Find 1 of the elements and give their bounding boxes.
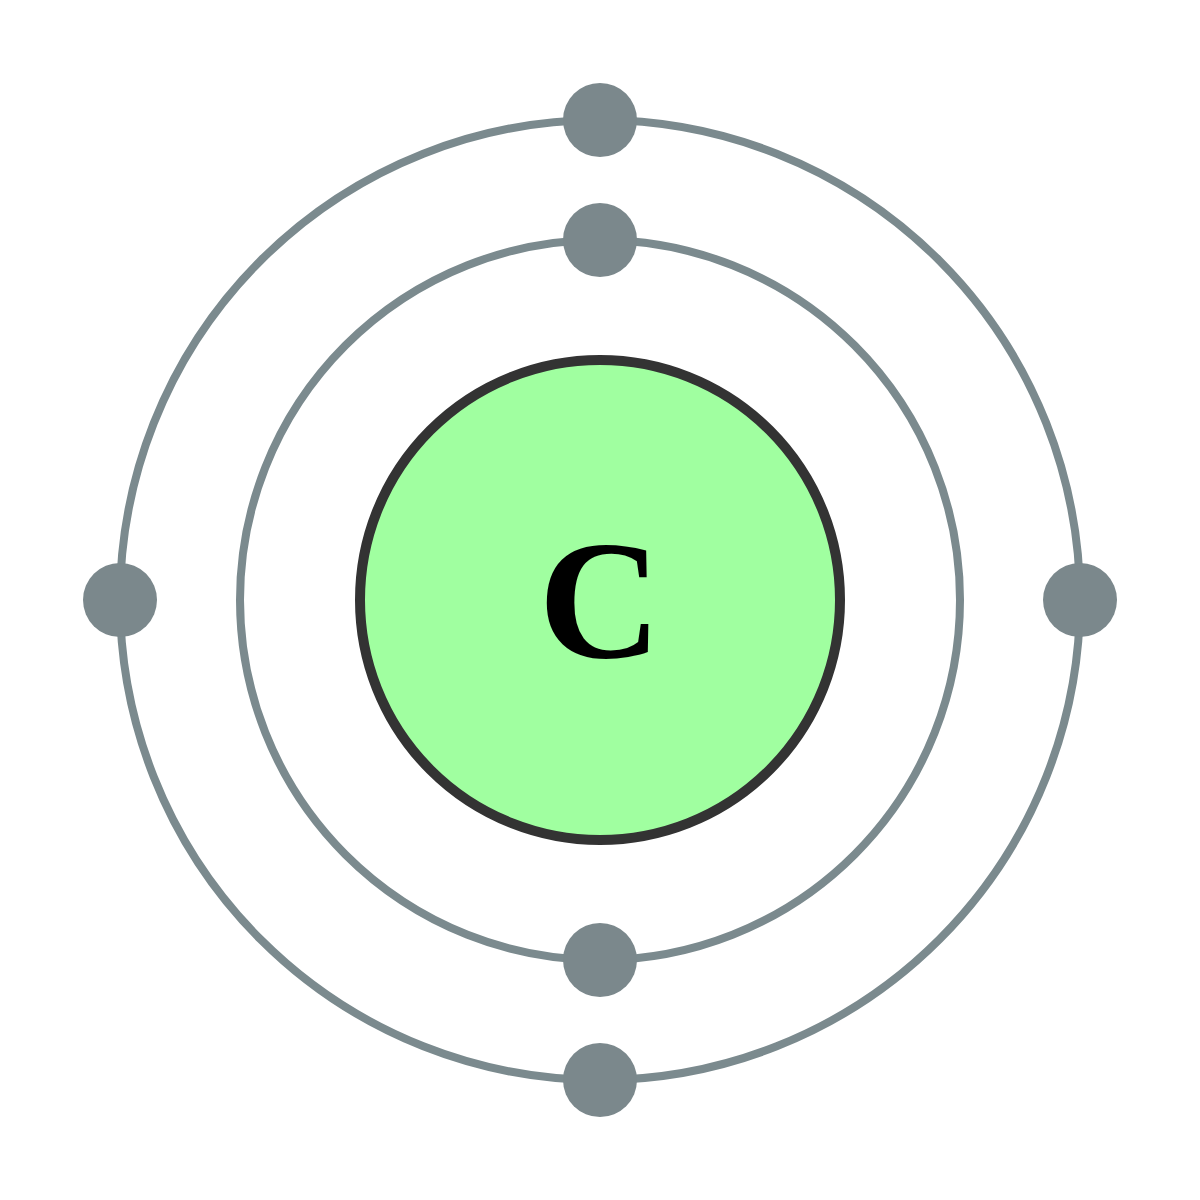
element-symbol: C <box>538 515 662 685</box>
